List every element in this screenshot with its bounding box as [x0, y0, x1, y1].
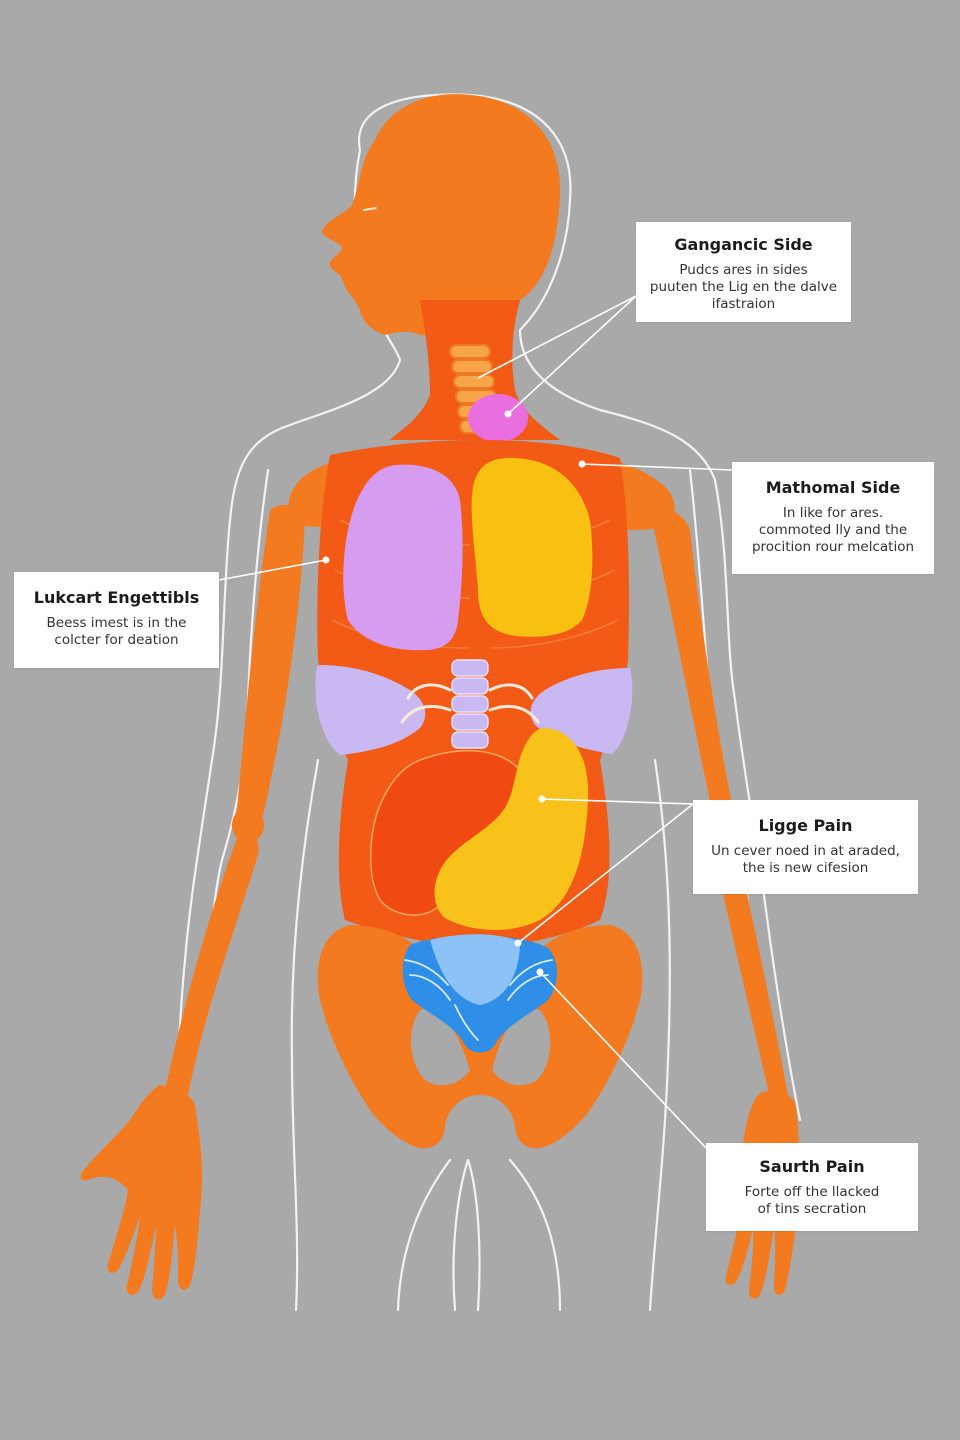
- left-hand: [80, 1085, 203, 1300]
- lung-left: [343, 464, 463, 651]
- callout-text-line: Forte off the llacked: [744, 1184, 880, 1200]
- callout-mathomal-side: Mathomal Side In like for ares. commoted…: [732, 462, 934, 574]
- lower-ribs: [400, 683, 540, 724]
- right-forearm: [712, 838, 788, 1103]
- callout-text-line: commoted lly and the: [758, 522, 908, 538]
- bladder-lines: [404, 959, 553, 1041]
- callout-text-line: Un cever noed in at araded,: [711, 843, 900, 859]
- callout-title: Mathomal Side: [765, 478, 901, 497]
- pelvis-opening-right: [492, 1008, 551, 1086]
- callout-lukcart-engettibls: Lukcart Engettibls Beess imest is in the…: [14, 572, 219, 668]
- left-forearm: [165, 830, 259, 1100]
- spine: [451, 659, 489, 749]
- left-upper-arm: [236, 504, 305, 832]
- callout-ligge-pain: Ligge Pain Un cever noed in at araded, t…: [693, 800, 918, 894]
- liver: [434, 728, 589, 930]
- bladder-highlight: [430, 934, 520, 1005]
- callout-title: Gangancic Side: [674, 235, 813, 254]
- callout-text-line: of tins secration: [757, 1201, 867, 1217]
- callout-title: Lukcart Engettibls: [33, 588, 200, 607]
- right-upper-arm: [650, 508, 736, 837]
- eye-mark: [363, 207, 377, 211]
- thyroid-gland: [468, 394, 528, 442]
- leader-dots: [322, 410, 586, 976]
- leader-lines: [218, 295, 733, 1149]
- callout-text-line: procition rour melcation: [751, 539, 915, 555]
- callout-text-line: ifastraion: [711, 296, 776, 312]
- callout-text-line: Pudcs ares in sides: [679, 262, 808, 278]
- callout-title: Saurth Pain: [759, 1157, 865, 1176]
- callout-saurth-pain: Saurth Pain Forte off the llacked of tin…: [706, 1143, 918, 1231]
- callout-text-line: Beess imest is in the: [46, 615, 187, 631]
- callout-text-line: the is new cifesion: [742, 860, 869, 876]
- head: [322, 94, 561, 335]
- callout-text-line: colcter for deation: [54, 632, 179, 648]
- callout-text-line: In like for ares.: [782, 505, 884, 521]
- diaphragm-left: [315, 665, 426, 755]
- pelvis-opening: [410, 1008, 470, 1086]
- callout-text-line: puuten the Lig en the dalve: [649, 279, 838, 295]
- callout-title: Ligge Pain: [758, 816, 853, 835]
- callout-gangancic-side: Gangancic Side Pudcs ares in sides puute…: [636, 222, 851, 322]
- lung-right: [471, 457, 593, 637]
